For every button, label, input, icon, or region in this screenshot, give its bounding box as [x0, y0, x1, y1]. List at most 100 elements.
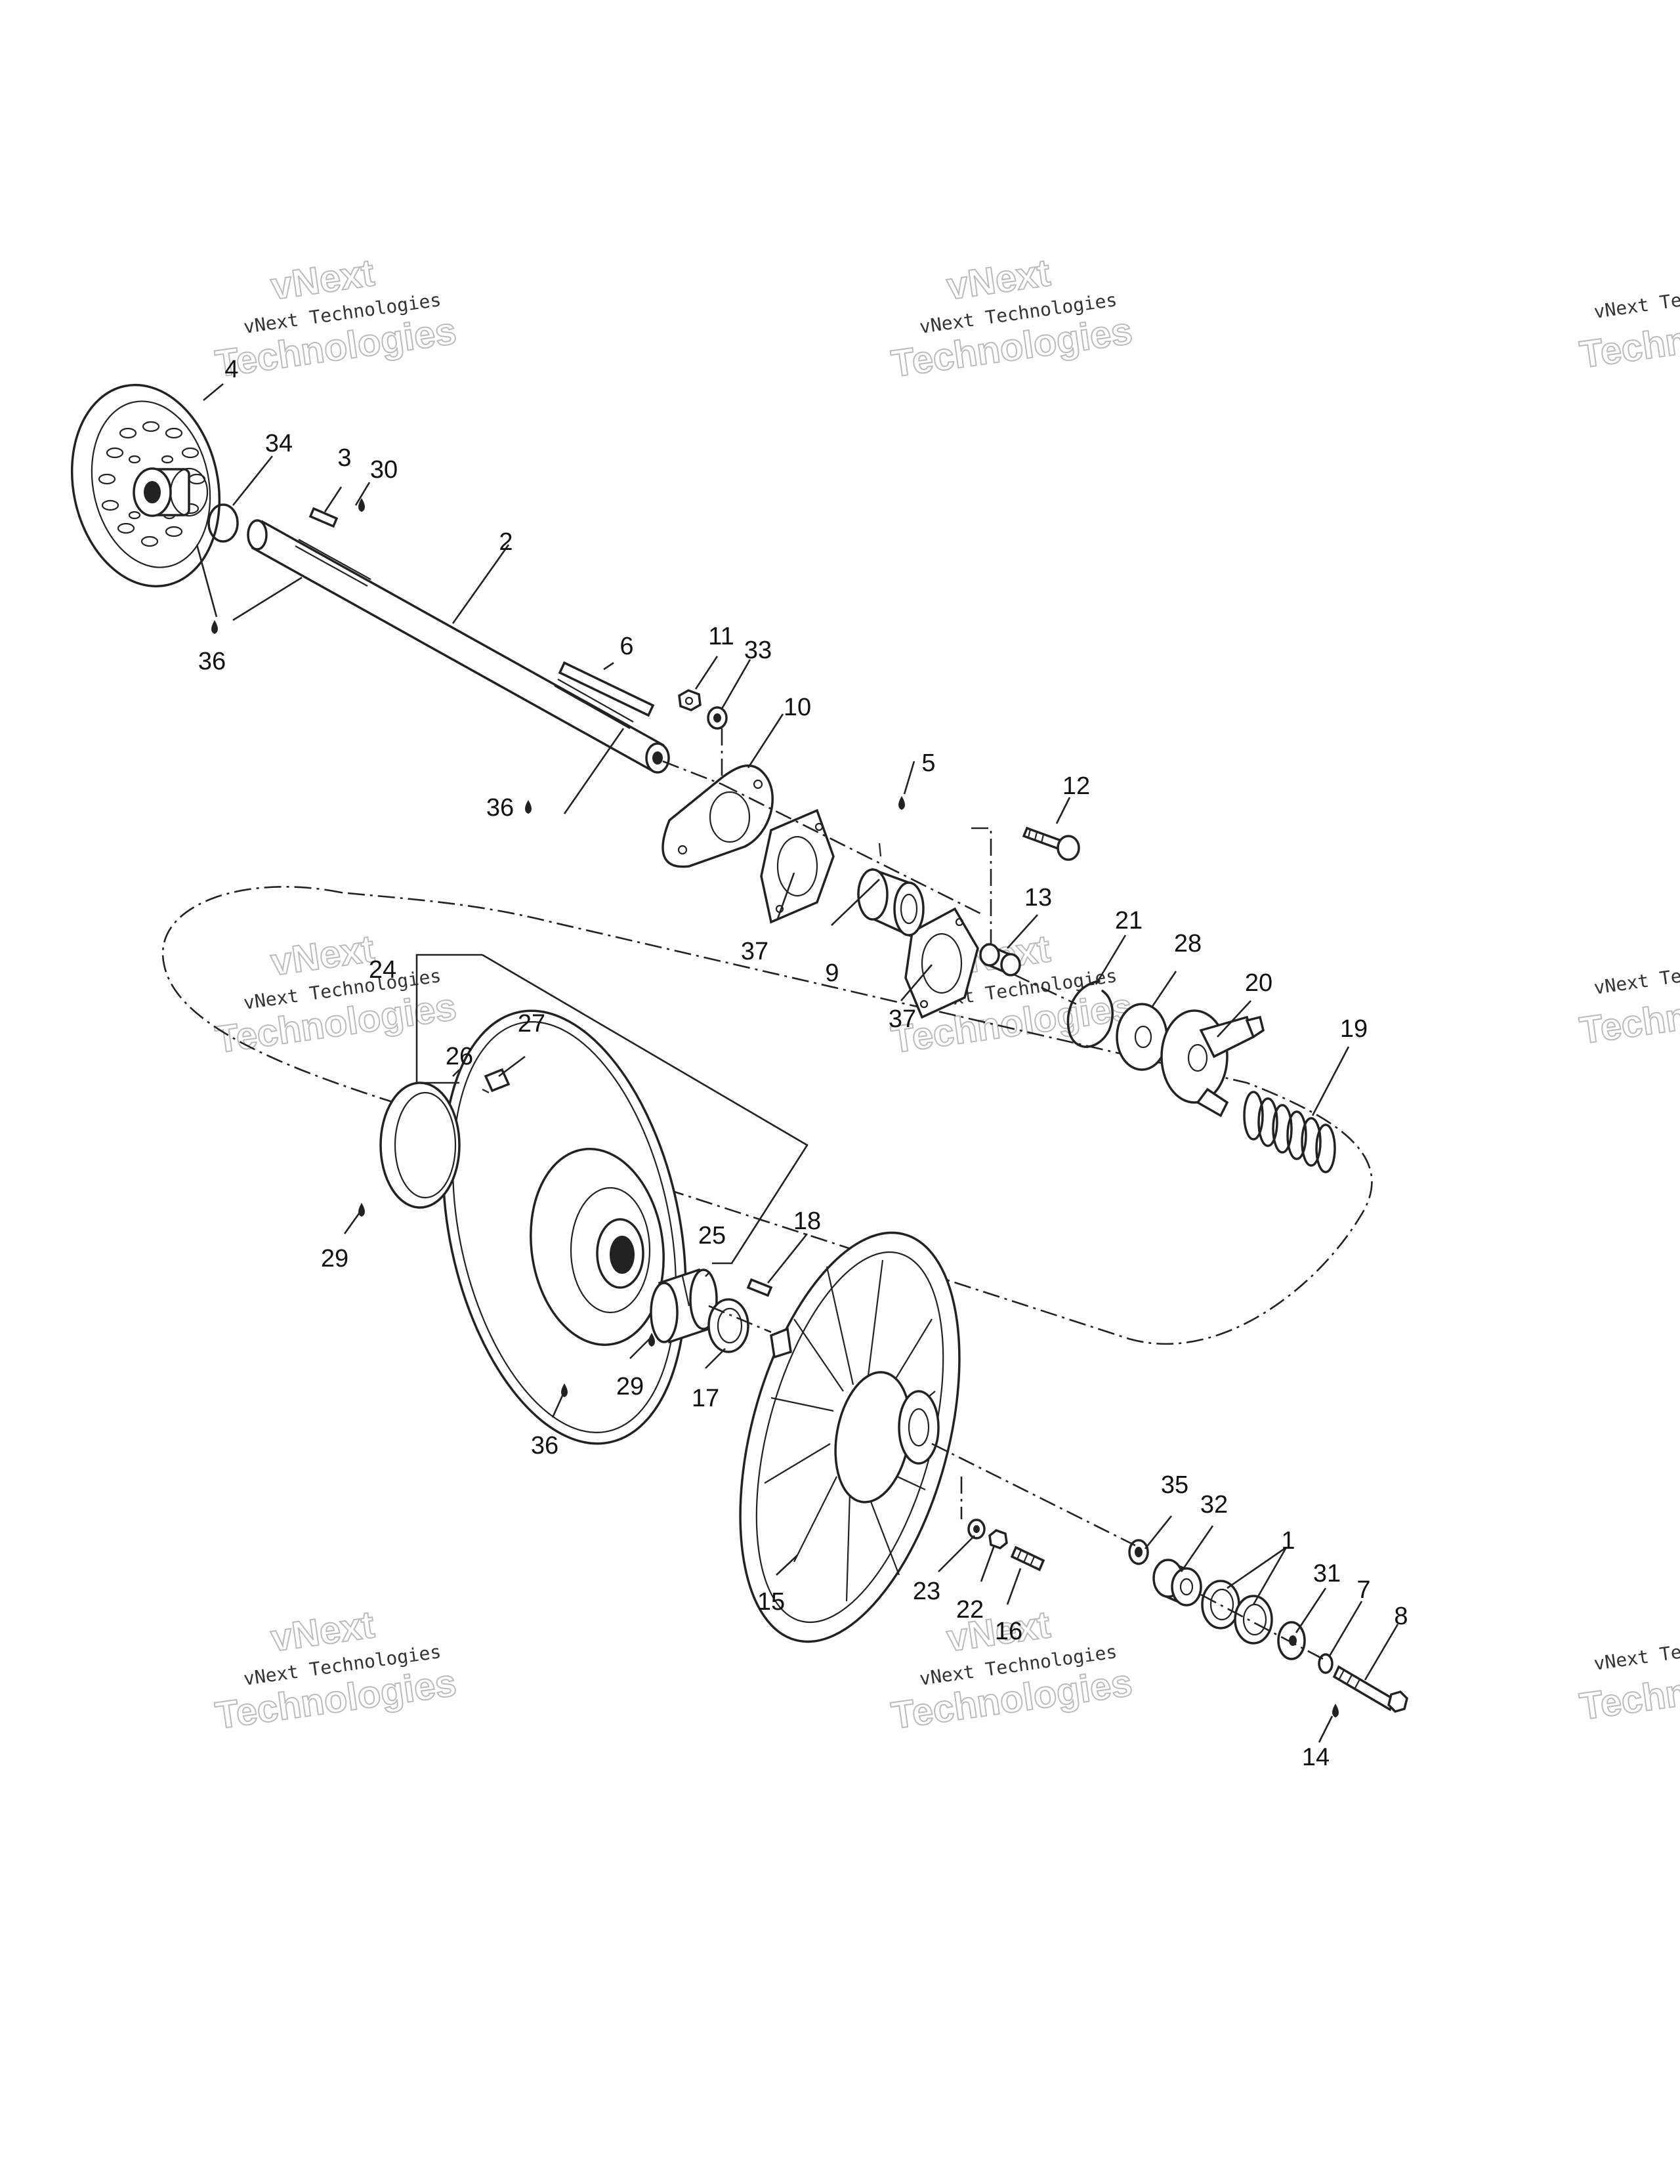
- bolt-part-8: [1332, 1665, 1408, 1713]
- callout-29-center: 29: [616, 1373, 644, 1400]
- shim-part-1-right: [1234, 1595, 1273, 1645]
- watermark-bottom-right: Techn vNext Te: [1576, 1641, 1680, 1729]
- bolt-part-12: [1022, 826, 1080, 861]
- callout-29-left: 29: [321, 1245, 348, 1272]
- shaft-part-2: [247, 519, 670, 774]
- callout-14: 14: [1302, 1744, 1330, 1771]
- washer-part-28: [1116, 1003, 1168, 1071]
- callout-33: 33: [744, 637, 772, 664]
- flange-part-37-right: [904, 907, 979, 1019]
- callout-35: 35: [1161, 1471, 1188, 1499]
- leader-lines: [196, 383, 1399, 1743]
- watermark-mid-right: Techn vNext Te: [1576, 965, 1680, 1053]
- callout-1: 1: [1281, 1527, 1295, 1555]
- nut-part-22: [988, 1529, 1008, 1549]
- key-bar-part-6: [558, 661, 655, 717]
- watermark-top-left: vNext Technologies vNext Technologies: [212, 251, 459, 386]
- bushing-part-25: [650, 1268, 718, 1344]
- watermark-bottom-center: vNext Technologies vNext Technologies: [888, 1603, 1135, 1738]
- spacer-part-32: [1152, 1559, 1202, 1606]
- callout-31: 31: [1313, 1560, 1341, 1587]
- callout-15: 15: [757, 1588, 785, 1616]
- washer-part-33: [707, 706, 728, 730]
- callout-3: 3: [337, 444, 351, 472]
- callout-32: 32: [1200, 1491, 1228, 1519]
- callout-36-mid: 36: [486, 794, 514, 822]
- bearing-part-9: [857, 868, 925, 937]
- svg-text:vNext Te: vNext Te: [1593, 289, 1680, 322]
- callout-21: 21: [1115, 907, 1143, 934]
- spring-part-19: [1243, 1091, 1336, 1173]
- callout-19: 19: [1340, 1015, 1368, 1043]
- callout-7: 7: [1356, 1576, 1370, 1604]
- grease-drop-part-30: [358, 497, 365, 513]
- washer-part-31: [1277, 1621, 1306, 1660]
- shim-part-1-left: [1201, 1580, 1240, 1629]
- set-screw-part-16: [1010, 1545, 1045, 1572]
- callout-10: 10: [784, 694, 811, 721]
- callout-16: 16: [995, 1618, 1022, 1645]
- washer-part-23: [967, 1519, 986, 1540]
- callout-23: 23: [913, 1578, 940, 1605]
- circlip-part-21: [1066, 980, 1114, 1048]
- watermark-bottom-left: vNext Technologies vNext Technologies: [212, 1603, 459, 1738]
- grease-drop-part-29-left: [358, 1202, 365, 1217]
- callout-labels: 4 34 3 30 2 36 6 11 33 10 5 12 36 13 21 …: [198, 356, 1408, 1771]
- callout-12: 12: [1062, 772, 1090, 800]
- svg-text:vNext Te: vNext Te: [1593, 965, 1680, 998]
- callout-36-top: 36: [198, 648, 226, 675]
- callout-24: 24: [369, 956, 396, 984]
- callout-28: 28: [1174, 930, 1202, 957]
- callout-5: 5: [921, 749, 935, 777]
- group-24-bracket: [415, 954, 482, 1084]
- washer-part-17: [707, 1298, 749, 1353]
- grease-drop-part-36-top: [211, 620, 218, 635]
- key-part-3: [308, 507, 339, 528]
- callout-2: 2: [499, 528, 513, 556]
- callout-22: 22: [956, 1596, 984, 1624]
- callout-37-left: 37: [741, 938, 768, 965]
- callout-27: 27: [518, 1010, 545, 1038]
- bracket-plate-part-10: [662, 764, 774, 868]
- flange-part-37-left: [760, 808, 835, 924]
- key-part-18: [746, 1278, 773, 1297]
- svg-text:vNext Te: vNext Te: [1593, 1641, 1680, 1674]
- callout-13: 13: [1024, 884, 1052, 912]
- callout-18: 18: [793, 1208, 821, 1235]
- callout-4: 4: [224, 356, 238, 383]
- alignment-lines: [662, 728, 1326, 1662]
- fixed-sheave-part-4: [70, 383, 221, 588]
- callout-11: 11: [708, 623, 734, 650]
- callout-34: 34: [265, 430, 293, 457]
- callout-25: 25: [698, 1222, 726, 1250]
- callout-17: 17: [692, 1385, 719, 1412]
- washer-part-35: [1128, 1539, 1149, 1565]
- callout-20: 20: [1245, 969, 1272, 997]
- movable-sheave-part-24: [442, 1009, 687, 1445]
- svg-text:Techn: Techn: [1577, 319, 1680, 377]
- fixed-sheave-part-15: [739, 1231, 961, 1643]
- o-ring-part-34: [207, 503, 239, 543]
- slider-button-part-27: [482, 1068, 511, 1093]
- ring-part-26: [379, 1082, 461, 1209]
- grease-drop-part-36-mid: [525, 799, 532, 814]
- svg-text:Techn: Techn: [1577, 995, 1680, 1053]
- watermark-top-center: vNext Technologies vNext Technologies: [888, 251, 1135, 386]
- nut-part-11: [678, 689, 702, 711]
- callout-6: 6: [620, 633, 633, 660]
- cam-part-20: [1160, 1009, 1265, 1118]
- callout-26: 26: [446, 1043, 473, 1070]
- watermark-top-right: Techn vNext Te: [1576, 289, 1680, 377]
- callout-37-right: 37: [889, 1005, 916, 1033]
- callout-8: 8: [1394, 1603, 1408, 1630]
- grease-drop-part-5: [898, 795, 905, 810]
- svg-text:Techn: Techn: [1577, 1671, 1680, 1729]
- watermark-mid-left: vNext Technologies vNext Technologies: [212, 927, 459, 1062]
- callout-9: 9: [825, 959, 839, 987]
- callout-36-bottom: 36: [531, 1432, 558, 1460]
- callout-30: 30: [370, 456, 398, 484]
- grease-drop-part-14: [1332, 1703, 1339, 1718]
- group-24-bracket-right: [482, 954, 808, 1265]
- bushing-part-13: [979, 943, 1021, 976]
